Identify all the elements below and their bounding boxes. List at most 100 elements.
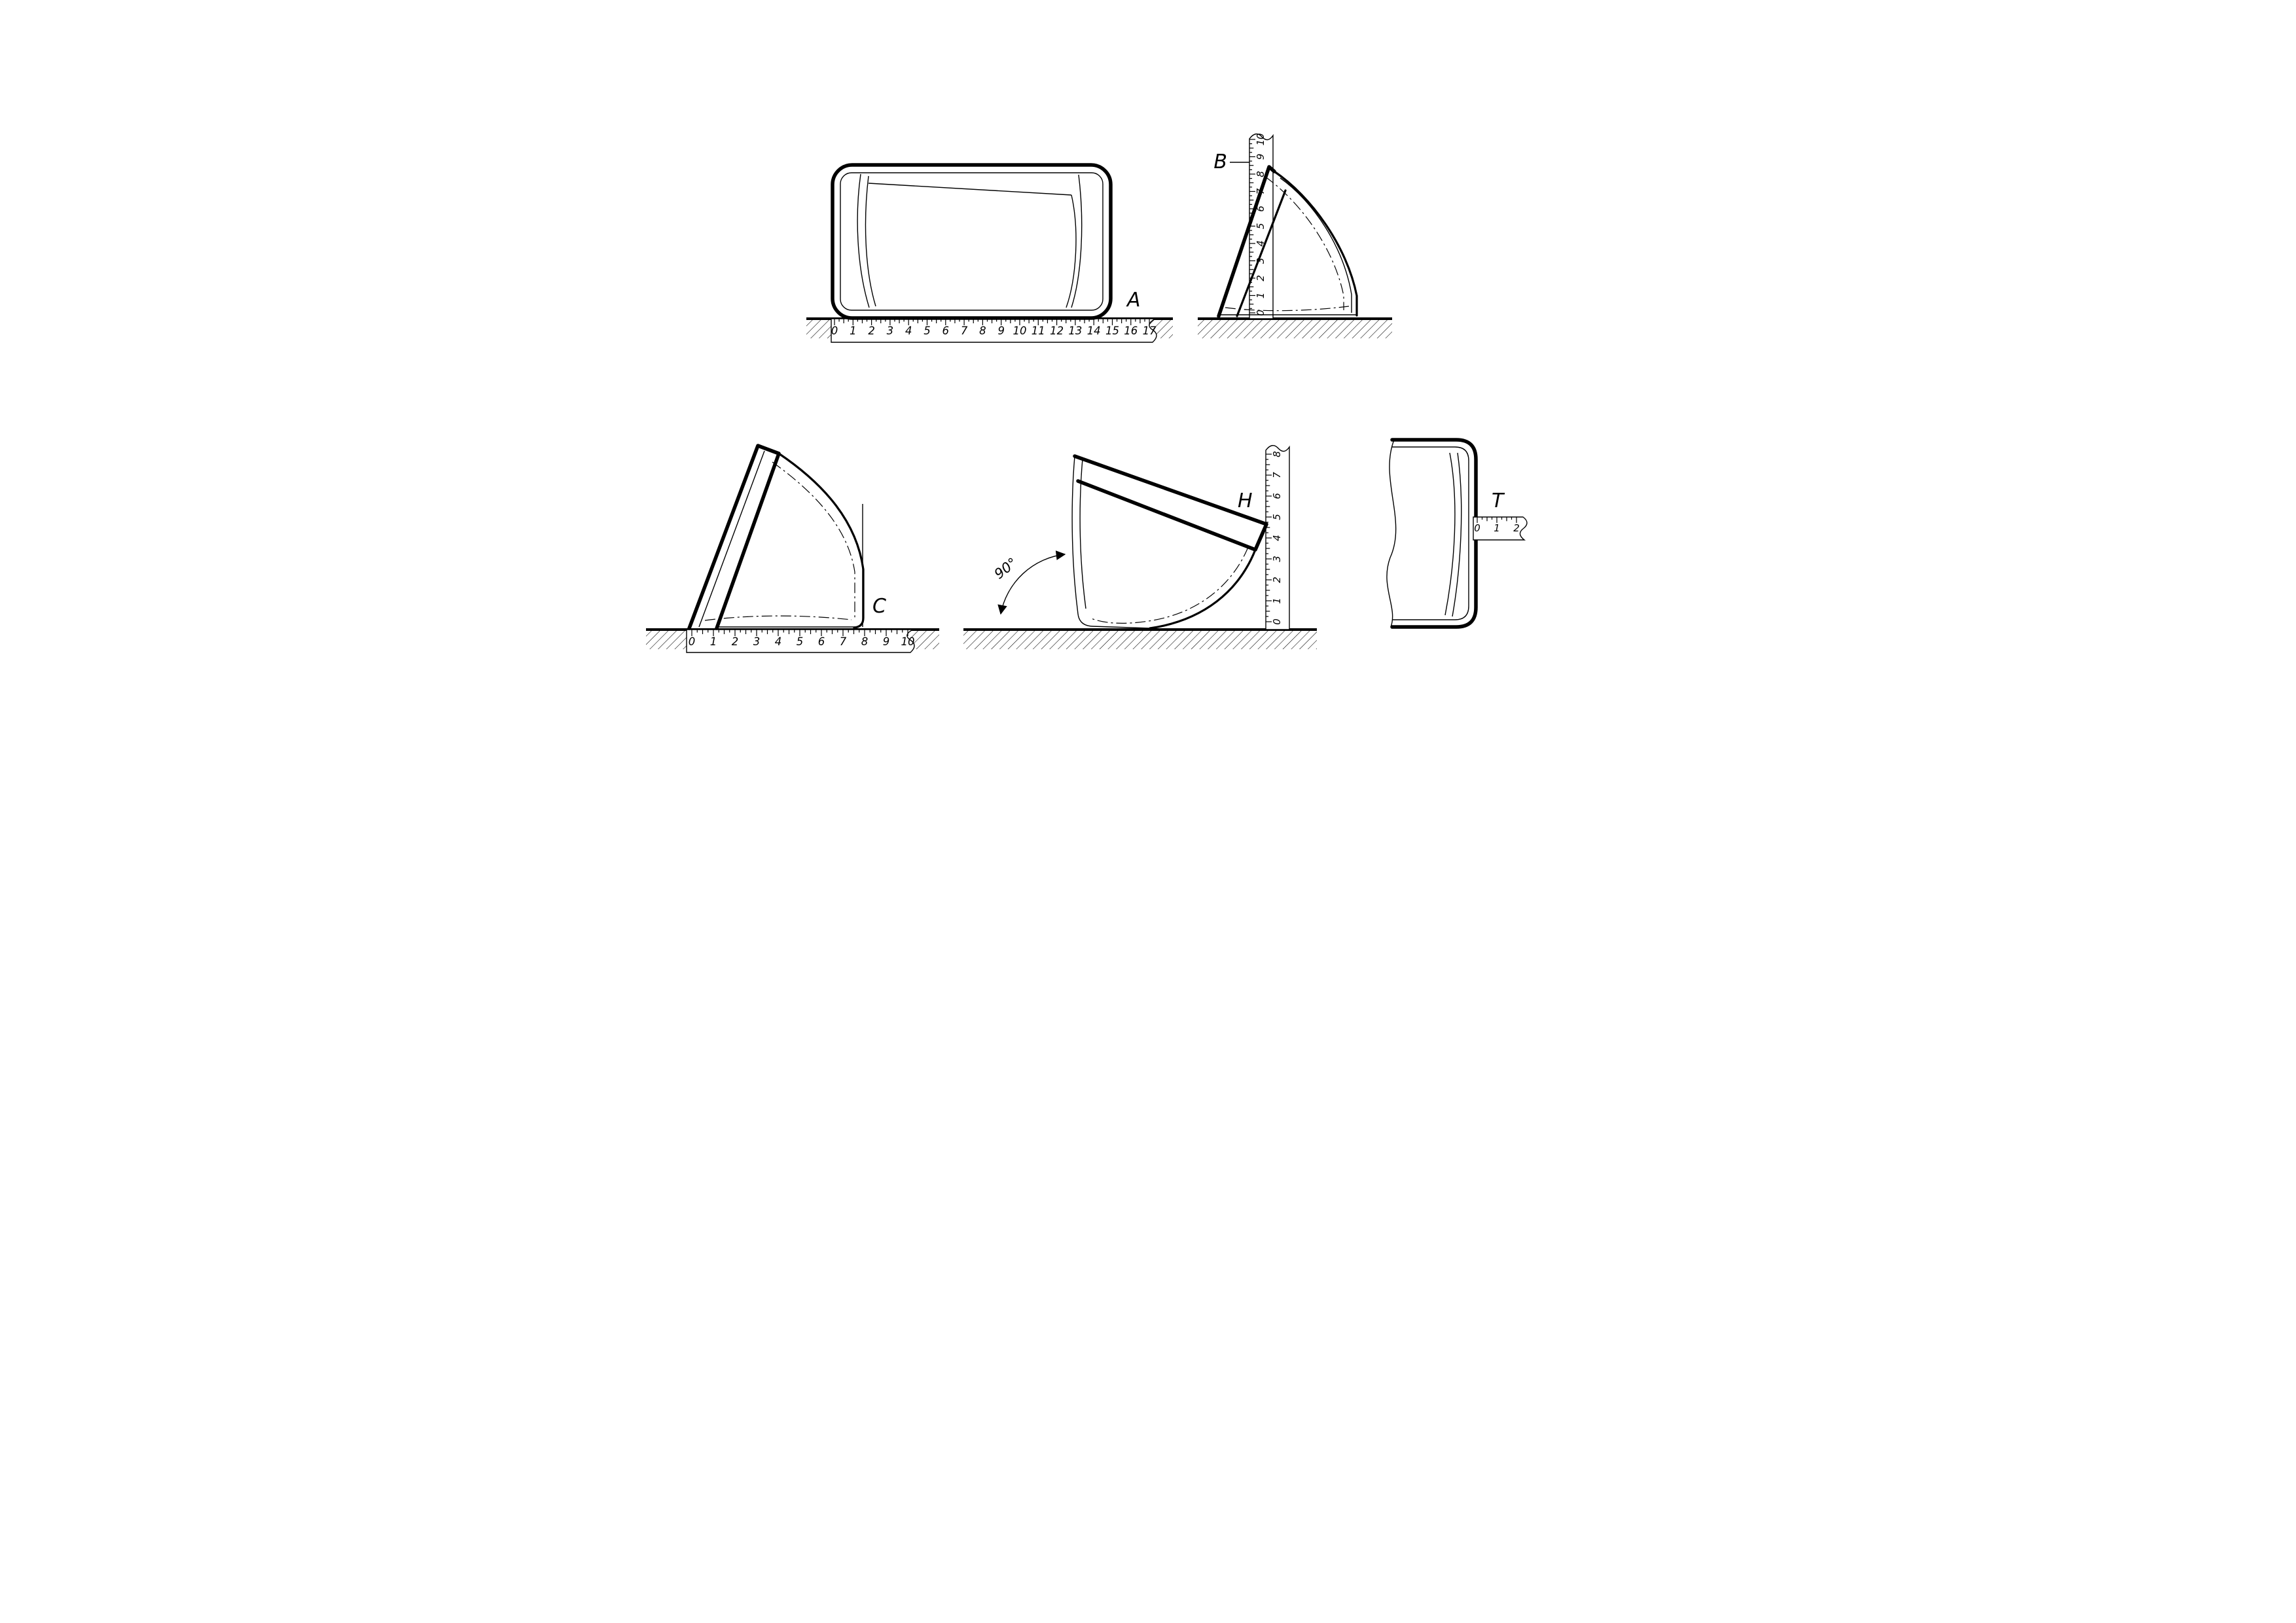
back-curve-outer: [778, 452, 865, 629]
right-wall-curve-outer: [1071, 174, 1083, 308]
ruler-number: 7: [1255, 188, 1266, 194]
ruler-number: 2: [1255, 275, 1266, 281]
ruler-number: 5: [797, 635, 804, 648]
ruler-number: 8: [1271, 451, 1283, 457]
ruler-number: 3: [753, 635, 761, 648]
view-section-T: 0 1 2 T: [1386, 438, 1528, 629]
ground-hatch: [963, 631, 1317, 649]
ruler-number: 5: [1271, 514, 1283, 520]
top-opening-edge: [868, 183, 1072, 196]
frame-inner-edge: [1392, 446, 1469, 620]
ruler-number: 3: [1255, 258, 1266, 264]
ruler-t-scale: 0 1 2: [1474, 517, 1520, 534]
ruler-number: 10: [1013, 325, 1027, 337]
left-and-bottom-edge: [1071, 455, 1151, 629]
ruler-number: 1: [850, 325, 857, 337]
ruler-number: 4: [775, 635, 782, 648]
ruler-number: 0: [1271, 618, 1283, 625]
blade-inner-line: [698, 450, 765, 628]
ruler-number: 1: [1271, 597, 1283, 604]
ruler-number: 5: [1255, 223, 1266, 230]
ruler-number: 2: [732, 635, 739, 648]
ruler-number: 13: [1068, 325, 1082, 337]
ruler-number: 4: [1271, 535, 1283, 541]
angle-value: 90°: [992, 555, 1020, 582]
ruler-number: 15: [1105, 325, 1119, 337]
frame-inner-edge: [840, 172, 1103, 311]
ruler-number: 6: [1255, 205, 1266, 212]
ruler-body-vertical: [1249, 134, 1274, 319]
ruler-number: 16: [1124, 325, 1138, 337]
ground-hatch: [1198, 320, 1392, 338]
ruler-number: 8: [979, 325, 986, 337]
ruler-number: 7: [840, 635, 847, 648]
ruler-number: 14: [1087, 325, 1101, 337]
back-curve-inner: [1280, 177, 1352, 313]
back-curve-outer: [1149, 548, 1257, 630]
ruler-number: 12: [1050, 325, 1064, 337]
ruler-number: 1: [710, 635, 717, 648]
left-edge-inner: [1079, 458, 1086, 609]
left-wall-curve-inner: [865, 175, 876, 307]
hidden-back-line: [772, 461, 855, 618]
ruler-number: 8: [1255, 171, 1266, 177]
wall-curve-inner: [1452, 452, 1462, 617]
ruler-number: 10: [901, 635, 915, 648]
ruler-h-scale: 0 1 2 3 4 5 6 7 8: [1266, 451, 1283, 625]
ruler-number: 3: [887, 325, 894, 337]
ruler-number: 3: [1271, 556, 1283, 562]
ruler-number: 10: [1255, 133, 1266, 145]
angle-arc-arrow: [997, 550, 1066, 615]
ruler-number: 0: [831, 325, 838, 337]
ruler-body-horizontal: [1473, 516, 1528, 541]
ruler-number: 6: [818, 635, 825, 648]
label-C: C: [872, 595, 886, 618]
blade-edge-outer: [1217, 165, 1276, 318]
wall-curve-outer: [1444, 452, 1456, 616]
ruler-number: 6: [1271, 493, 1283, 499]
frame-outer-edge: [831, 163, 1113, 320]
hidden-bottom-line: [1225, 306, 1350, 312]
ruler-number: 4: [905, 325, 912, 337]
break-line: [1386, 439, 1397, 628]
blade-edges: [1073, 454, 1268, 552]
label-B: B: [1213, 151, 1227, 173]
ruler-number: 2: [868, 325, 875, 337]
ruler-number: 0: [689, 635, 696, 648]
ruler-number: 2: [1271, 577, 1283, 583]
ruler-number: 1: [1255, 293, 1266, 299]
hidden-bottom-line: [704, 615, 852, 621]
ruler-number: 7: [1271, 472, 1283, 478]
ruler-number: 0: [1255, 310, 1266, 316]
ruler-c-scale: 0 1 2 3 4 5 6 7 8 9 10: [689, 630, 915, 648]
ruler-number: 7: [961, 325, 968, 337]
ruler-number: 0: [1474, 522, 1480, 534]
ruler-number: 5: [924, 325, 931, 337]
back-curve-outer: [1273, 170, 1358, 317]
ruler-number: 2: [1513, 522, 1520, 534]
label-A: A: [1126, 289, 1141, 312]
view-tilted-C: 0 1 2 3 4 5 6 7 8 9 10 C: [646, 444, 939, 653]
ruler-number: 6: [942, 325, 950, 337]
label-H: H: [1238, 490, 1253, 512]
view-rotated-H: 90° 0 1 2 3 4 5 6 7 8 H: [963, 445, 1317, 649]
ruler-number: 8: [861, 635, 869, 648]
frame-outer-edge: [1390, 438, 1478, 629]
ruler-number: 9: [883, 635, 890, 648]
hidden-back-line: [1265, 176, 1344, 310]
ruler-number: 9: [1255, 154, 1266, 160]
left-wall-curve-outer: [857, 173, 870, 308]
ruler-number: 9: [997, 325, 1005, 337]
blade-edge-inner: [1236, 189, 1287, 317]
ruler-number: 17: [1143, 325, 1157, 337]
hidden-back-line: [1089, 546, 1249, 624]
label-T: T: [1492, 490, 1505, 512]
ruler-body-horizontal: [686, 629, 915, 653]
blade-edges: [687, 444, 781, 630]
ruler-number: 1: [1494, 522, 1500, 534]
right-wall-curve-inner: [1066, 194, 1077, 308]
